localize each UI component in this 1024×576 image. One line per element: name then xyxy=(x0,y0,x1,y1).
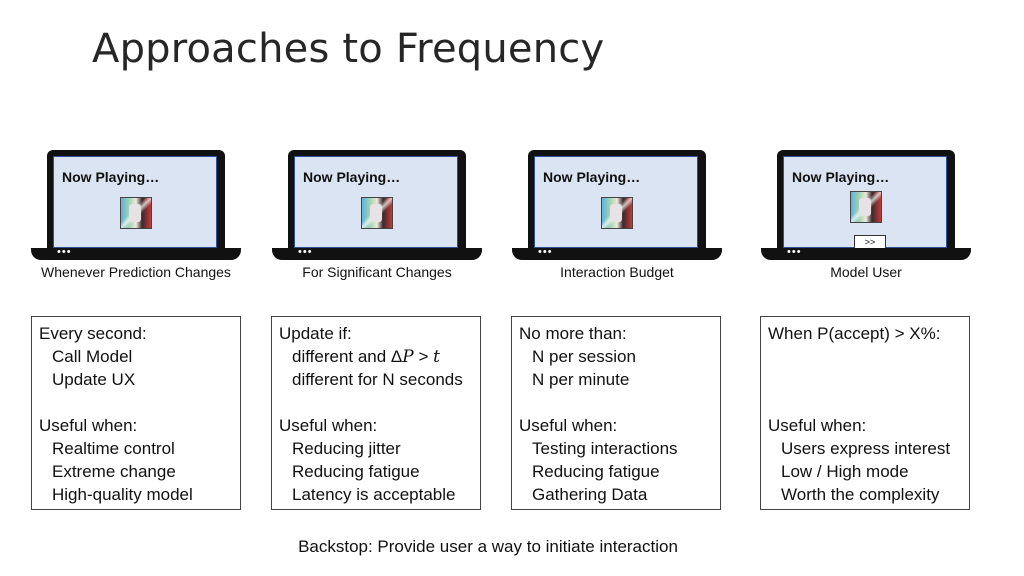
laptop-base: ••• xyxy=(761,246,971,260)
useful-item: Testing interactions xyxy=(532,439,678,458)
laptop-screen-frame: Now Playing… >> xyxy=(777,150,955,250)
rule-item: N per minute xyxy=(532,370,630,389)
useful-item: Realtime control xyxy=(52,439,175,458)
album-art-icon xyxy=(601,197,633,229)
approach-details-box: When P(accept) > X%: Useful when: Users … xyxy=(760,316,970,510)
album-art-icon xyxy=(361,197,393,229)
rule-item: Call Model xyxy=(52,347,133,366)
useful-item: Reducing jitter xyxy=(292,439,401,458)
laptop-dots-icon: ••• xyxy=(787,246,802,258)
approach-caption: For Significant Changes xyxy=(302,264,452,280)
rule-item: different for N seconds xyxy=(292,370,463,389)
album-art-icon xyxy=(850,191,882,223)
laptop-base: ••• xyxy=(512,246,722,260)
approach-details-box: Update if: different and ΔP > t differen… xyxy=(271,316,481,510)
approach-caption: Interaction Budget xyxy=(560,264,674,280)
laptop-dots-icon: ••• xyxy=(298,246,313,258)
album-art-icon xyxy=(120,197,152,229)
useful-header: Useful when: xyxy=(279,416,378,435)
laptop-base: ••• xyxy=(272,246,482,260)
useful-header: Useful when: xyxy=(519,416,618,435)
useful-item: Reducing fatigue xyxy=(292,462,420,481)
laptop-illustration: Now Playing… >> ••• xyxy=(761,150,971,262)
rule-header: Every second: xyxy=(39,324,147,343)
now-playing-label: Now Playing… xyxy=(543,169,641,185)
laptop-screen: Now Playing… xyxy=(294,156,458,248)
laptop-screen: Now Playing… xyxy=(53,156,217,248)
rule-item: Update UX xyxy=(52,370,136,389)
useful-item: High-quality model xyxy=(52,485,193,504)
laptop-illustration: Now Playing… ••• xyxy=(512,150,722,262)
laptop-base: ••• xyxy=(31,246,241,260)
approach-details-box: No more than: N per session N per minute… xyxy=(511,316,721,510)
useful-item: Low / High mode xyxy=(781,462,909,481)
laptop-screen: Now Playing… >> xyxy=(783,156,947,250)
now-playing-label: Now Playing… xyxy=(62,169,160,185)
approach-caption: Model User xyxy=(830,264,902,280)
approach-details-box: Every second: Call Model Update UX Usefu… xyxy=(31,316,241,510)
now-playing-label: Now Playing… xyxy=(303,169,401,185)
rule-header: When P(accept) > X%: xyxy=(768,324,941,343)
laptop-screen-frame: Now Playing… xyxy=(288,150,466,250)
useful-item: Worth the complexity xyxy=(781,485,940,504)
rule-header: Update if: xyxy=(279,324,352,343)
laptop-screen-frame: Now Playing… xyxy=(47,150,225,250)
now-playing-label: Now Playing… xyxy=(792,169,890,185)
laptop-illustration: Now Playing… ••• xyxy=(31,150,241,262)
rule-header: No more than: xyxy=(519,324,627,343)
laptop-screen: Now Playing… xyxy=(534,156,698,248)
useful-item: Latency is acceptable xyxy=(292,485,456,504)
laptop-screen-frame: Now Playing… xyxy=(528,150,706,250)
useful-item: Reducing fatigue xyxy=(532,462,660,481)
useful-item: Users express interest xyxy=(781,439,951,458)
rule-item-math: different and ΔP > t xyxy=(292,347,440,367)
laptop-dots-icon: ••• xyxy=(538,246,553,258)
useful-header: Useful when: xyxy=(39,416,138,435)
rule-item: N per session xyxy=(532,347,636,366)
backstop-note: Backstop: Provide user a way to initiate… xyxy=(298,537,678,556)
laptop-dots-icon: ••• xyxy=(57,246,72,258)
useful-item: Gathering Data xyxy=(532,485,648,504)
slide-title: Approaches to Frequency xyxy=(92,26,605,72)
useful-header: Useful when: xyxy=(768,416,867,435)
approach-caption: Whenever Prediction Changes xyxy=(41,264,231,280)
laptop-illustration: Now Playing… ••• xyxy=(272,150,482,262)
useful-item: Extreme change xyxy=(52,462,176,481)
